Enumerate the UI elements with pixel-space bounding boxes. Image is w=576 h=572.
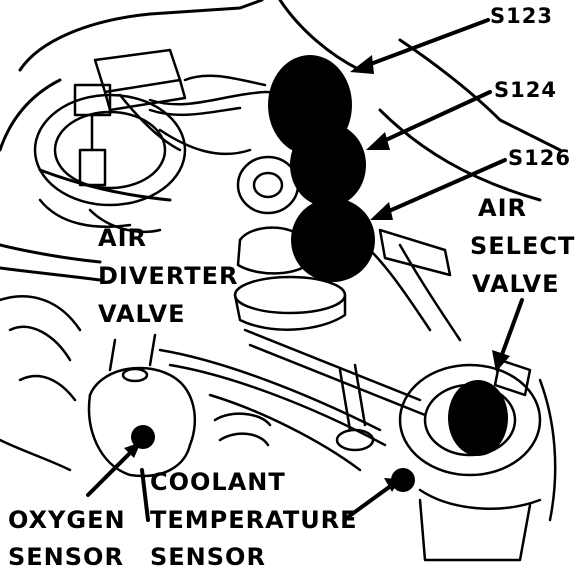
label-air-diverter-line1: AIR xyxy=(98,224,147,252)
arrow-s123 xyxy=(358,18,490,70)
label-air-diverter-line2: DIVERTER xyxy=(98,262,239,290)
wiring-harness-left xyxy=(88,74,282,234)
coolant-sensor-blob xyxy=(391,468,415,492)
oxygen-sensor-blob xyxy=(131,425,155,449)
splice-s126 xyxy=(291,198,375,282)
label-air-diverter-line3: VALVE xyxy=(98,300,186,328)
label-s123: S123 xyxy=(490,4,553,28)
splice-s124 xyxy=(290,123,366,207)
arrow-oxygen xyxy=(86,446,137,497)
label-coolant-line3: SENSOR xyxy=(150,543,266,571)
label-s124: S124 xyxy=(494,78,557,102)
arrow-coolant xyxy=(346,483,394,519)
arrow-heads xyxy=(124,55,510,492)
splice-blobs xyxy=(131,55,508,492)
label-s126: S126 xyxy=(508,146,571,170)
arrow-air-select xyxy=(498,298,524,362)
label-air-select-line3: VALVE xyxy=(472,270,560,298)
air-select-valve-body xyxy=(368,228,557,562)
air-select-valve-blob xyxy=(448,380,508,456)
arrow-coolant-left xyxy=(140,468,150,522)
label-oxygen-line2: SENSOR xyxy=(8,543,124,571)
label-oxygen-line1: OXYGEN xyxy=(8,506,126,534)
label-coolant-line1: COOLANT xyxy=(150,468,286,496)
coolant-housing xyxy=(213,363,375,452)
leader-arrows xyxy=(86,18,524,522)
label-air-select-line2: SELECT xyxy=(470,232,576,260)
label-coolant-line2: TEMPERATURE xyxy=(150,506,358,534)
arrow-s126 xyxy=(378,158,507,217)
exhaust-manifold xyxy=(0,295,197,478)
throttle-body xyxy=(233,155,347,331)
arrow-s124 xyxy=(373,90,492,147)
intake-rails xyxy=(158,328,427,472)
label-air-select-line1: AIR xyxy=(478,194,527,222)
relay-box xyxy=(73,48,187,187)
